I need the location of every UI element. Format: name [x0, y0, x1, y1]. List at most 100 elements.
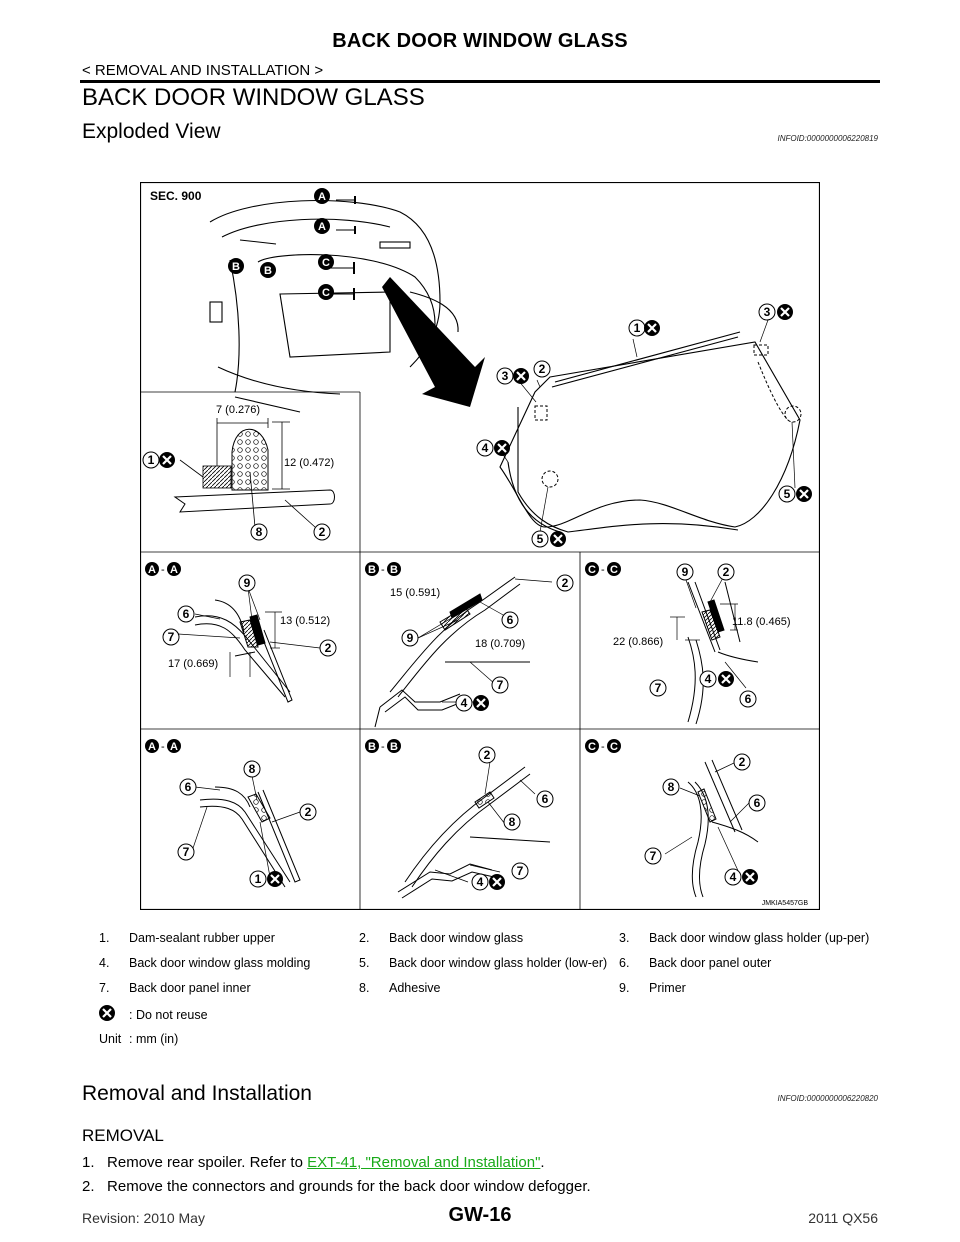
step-text: Remove rear spoiler. Refer to — [107, 1154, 303, 1171]
callout-9a: 9 — [244, 576, 251, 590]
legend-num: 3. — [619, 931, 630, 945]
legend-item: 6. Back door panel outer — [619, 955, 879, 971]
callout-2g: 2 — [484, 748, 491, 762]
callout-2d: 2 — [562, 576, 569, 590]
exploded-view-figure: SEC. 900 A A C C B B — [140, 182, 820, 910]
svg-text:-: - — [161, 564, 165, 576]
callout-1c: 1 — [255, 872, 262, 886]
callout-6e: 6 — [542, 792, 549, 806]
legend-text: Back door panel outer — [649, 956, 772, 970]
legend-item: 4. Back door window glass molding — [99, 955, 359, 971]
removal-infoid: INFOID:0000000006220820 — [777, 1094, 878, 1103]
legend-item: 2.Back door window glass — [359, 930, 619, 946]
legend-text: Back door window glass — [389, 931, 524, 945]
callout-1a: 1 — [634, 321, 641, 335]
section-CC-adhesive — [687, 759, 759, 898]
ext-41-link[interactable]: EXT-41, "Removal and Installation" — [307, 1154, 541, 1171]
callout-8b: 8 — [249, 762, 256, 776]
dim-18: 18 (0.709) — [475, 638, 525, 650]
exploded-view-infoid: INFOID:0000000006220819 — [777, 134, 878, 143]
callout-7a: 7 — [168, 630, 175, 644]
callout-1b: 1 — [148, 453, 155, 467]
label-C1: C — [322, 257, 330, 269]
label-B1: B — [232, 261, 240, 273]
svg-text:-: - — [161, 741, 165, 753]
callout-8c: 8 — [509, 815, 516, 829]
callout-4c: 4 — [705, 672, 712, 686]
dim-15: 15 (0.591) — [390, 587, 440, 599]
legend-row: 4. Back door window glass molding 5. Back … — [99, 955, 879, 971]
callout-9c: 9 — [682, 565, 689, 579]
breadcrumb: < REMOVAL AND INSTALLATION > — [82, 62, 324, 79]
footer-model: 2011 QX56 — [808, 1210, 878, 1226]
callout-7f: 7 — [650, 849, 657, 863]
callout-4a: 4 — [482, 441, 489, 455]
unit-text: : mm (in) — [129, 1032, 179, 1046]
legend-text: Back door window glass molding — [129, 956, 311, 970]
legend-text: Adhesive — [389, 981, 441, 995]
sec-A3-left: A — [148, 741, 156, 753]
callout-5b: 5 — [537, 532, 544, 546]
sec-B3-left: B — [368, 741, 376, 753]
svg-text:-: - — [381, 741, 385, 753]
legend-item: 7. Back door panel inner — [99, 980, 359, 996]
legend-num: 7. — [99, 981, 110, 995]
dim-11-8: 11.8 (0.465) — [732, 616, 791, 628]
callout-7c: 7 — [655, 681, 662, 695]
callout-6f: 6 — [754, 796, 761, 810]
parts-legend: 1. Dam-sealant rubber upper 2.Back door w… — [99, 930, 879, 1053]
vehicle-rear-sketch — [209, 199, 459, 413]
legend-item: 1. Dam-sealant rubber upper — [99, 930, 359, 946]
legend-do-not-reuse: : Do not reuse — [99, 1005, 879, 1025]
callout-8d: 8 — [668, 780, 675, 794]
dim-17: 17 (0.669) — [168, 658, 218, 670]
sec-C3-left: C — [588, 741, 596, 753]
callout-4d: 4 — [477, 875, 484, 889]
legend-num: 4. — [99, 956, 110, 970]
removal-title: Removal and Installation — [82, 1082, 312, 1105]
legend-text: Back door window glass holder (up-per) — [649, 931, 870, 945]
section-AA-primer — [194, 599, 293, 703]
legend-num: 9. — [619, 981, 630, 995]
callout-6b: 6 — [507, 613, 514, 627]
sec-B-left: B — [368, 564, 376, 576]
sec-A3-right: A — [170, 741, 178, 753]
callout-3b: 3 — [502, 369, 509, 383]
callout-2c: 2 — [325, 641, 332, 655]
legend-text: Primer — [649, 981, 686, 995]
do-not-reuse-text: : Do not reuse — [129, 1008, 208, 1022]
step-1: 1. Remove rear spoiler. Refer to EXT-41,… — [82, 1154, 545, 1171]
legend-num: 6. — [619, 956, 630, 970]
step-text: Remove the connectors and grounds for th… — [107, 1178, 591, 1195]
callout-2f: 2 — [305, 805, 312, 819]
callout-2a: 2 — [539, 362, 546, 376]
sec-B-right: B — [390, 564, 398, 576]
legend-text: Dam-sealant rubber upper — [129, 931, 275, 945]
legend-text: Back door panel inner — [129, 981, 251, 995]
legend-num: 1. — [99, 931, 110, 945]
callout-3a: 3 — [764, 305, 771, 319]
figure-code: JMKIA5457GB — [762, 900, 809, 907]
sec-B3-right: B — [390, 741, 398, 753]
legend-num: 5. — [359, 956, 370, 970]
sec-label: SEC. 900 — [150, 189, 202, 203]
legend-unit: Unit : mm (in) — [99, 1031, 879, 1047]
callout-7e: 7 — [517, 864, 524, 878]
label-B2: B — [264, 265, 272, 277]
callout-4b: 4 — [461, 696, 468, 710]
step-end: . — [540, 1154, 545, 1171]
step-number: 2. — [82, 1178, 95, 1195]
sec-C-right: C — [610, 564, 618, 576]
arrow-to-glass — [382, 277, 485, 407]
legend-item: 8.Adhesive — [359, 980, 619, 996]
exploded-view-title: Exploded View — [82, 120, 221, 143]
callout-9b: 9 — [407, 631, 414, 645]
sec-A-left: A — [148, 564, 156, 576]
do-not-reuse-icon — [99, 1005, 129, 1025]
label-A2: A — [318, 221, 326, 233]
unit-label: Unit — [99, 1032, 122, 1046]
callout-2b: 2 — [319, 525, 326, 539]
callout-8a: 8 — [256, 525, 263, 539]
callout-7b: 7 — [497, 678, 504, 692]
section-CC-primer — [687, 581, 759, 725]
